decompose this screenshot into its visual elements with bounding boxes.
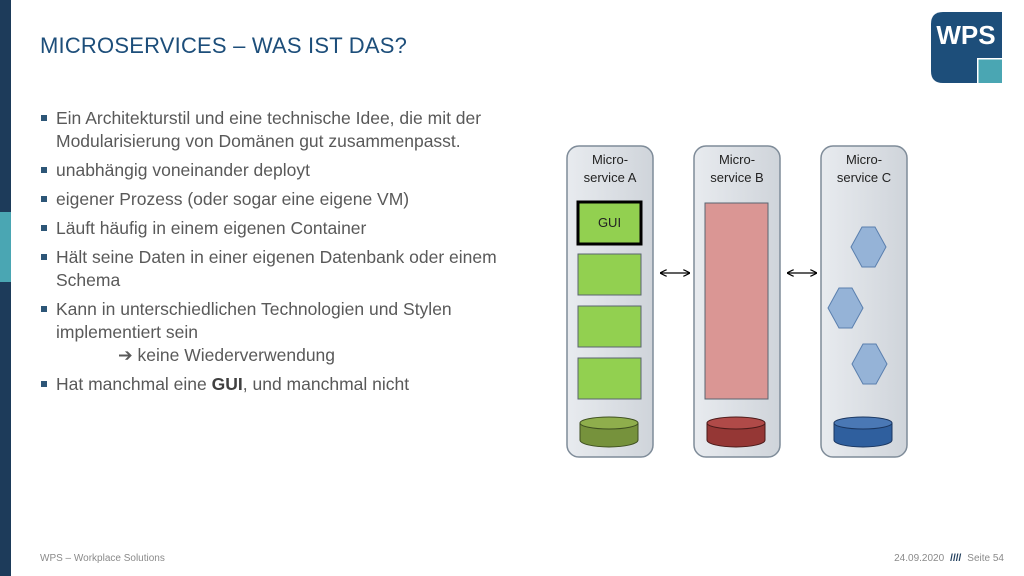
sub-point: ➔ keine Wiederverwendung xyxy=(118,345,336,365)
wps-logo-text: WPS xyxy=(936,20,995,50)
footer-date: 24.09.2020 xyxy=(894,553,945,564)
bullet-item: Hat manchmal eine GUI, und manchmal nich… xyxy=(40,373,510,396)
database-icon xyxy=(706,416,766,448)
footer-company: WPS – Workplace Solutions xyxy=(40,553,165,564)
bullet-item: Ein Architekturstil und eine technische … xyxy=(40,107,510,153)
bullet-item: eigener Prozess (oder sogar eine eigene … xyxy=(40,188,510,211)
microservice-a-label-line2: service A xyxy=(584,170,637,185)
gui-label: GUI xyxy=(598,215,621,230)
module-box xyxy=(577,357,642,400)
microservice-c-label-line2: service C xyxy=(837,170,891,185)
module-box xyxy=(577,305,642,348)
wps-logo: WPS xyxy=(931,12,1002,83)
microservice-a: Micro- service A GUI xyxy=(566,145,654,458)
left-edge-bar xyxy=(0,0,11,576)
slide-title: MICROSERVICES – WAS IST DAS? xyxy=(40,33,408,58)
monolith-block xyxy=(704,202,769,400)
hexagon-component xyxy=(850,226,887,268)
microservice-c: Micro- service C xyxy=(820,145,908,458)
bullet-list: Ein Architekturstil und eine technische … xyxy=(40,107,510,402)
bullet-item: Läuft häufig in einem eigenen Container xyxy=(40,217,510,240)
microservices-diagram: Micro- service A GUI Micro- service B Mi… xyxy=(566,145,908,458)
footer-meta: 24.09.2020 //// Seite 54 xyxy=(894,553,1004,564)
gui-box xyxy=(576,200,643,246)
database-icon xyxy=(579,416,639,448)
bullet-item: Hält seine Daten in einer eigenen Datenb… xyxy=(40,246,510,292)
left-edge-accent xyxy=(0,212,11,282)
footer-page-number: Seite 54 xyxy=(967,553,1004,564)
module-box xyxy=(577,253,642,296)
microservice-c-label-line1: Micro- xyxy=(846,152,882,167)
arrow-right-icon: ➔ xyxy=(118,345,133,365)
footer-separator: //// xyxy=(950,553,962,564)
microservice-b-label-line2: service B xyxy=(710,170,763,185)
microservice-a-label-line1: Micro- xyxy=(592,152,628,167)
microservice-b: Micro- service B xyxy=(693,145,781,458)
microservice-b-label-line1: Micro- xyxy=(719,152,755,167)
bullet-item: Kann in unterschiedlichen Technologien u… xyxy=(40,298,510,367)
hexagon-component xyxy=(851,343,888,385)
database-icon xyxy=(833,416,893,448)
hexagon-component xyxy=(827,287,864,329)
bullet-item: unabhängig voneinander deployt xyxy=(40,159,510,182)
